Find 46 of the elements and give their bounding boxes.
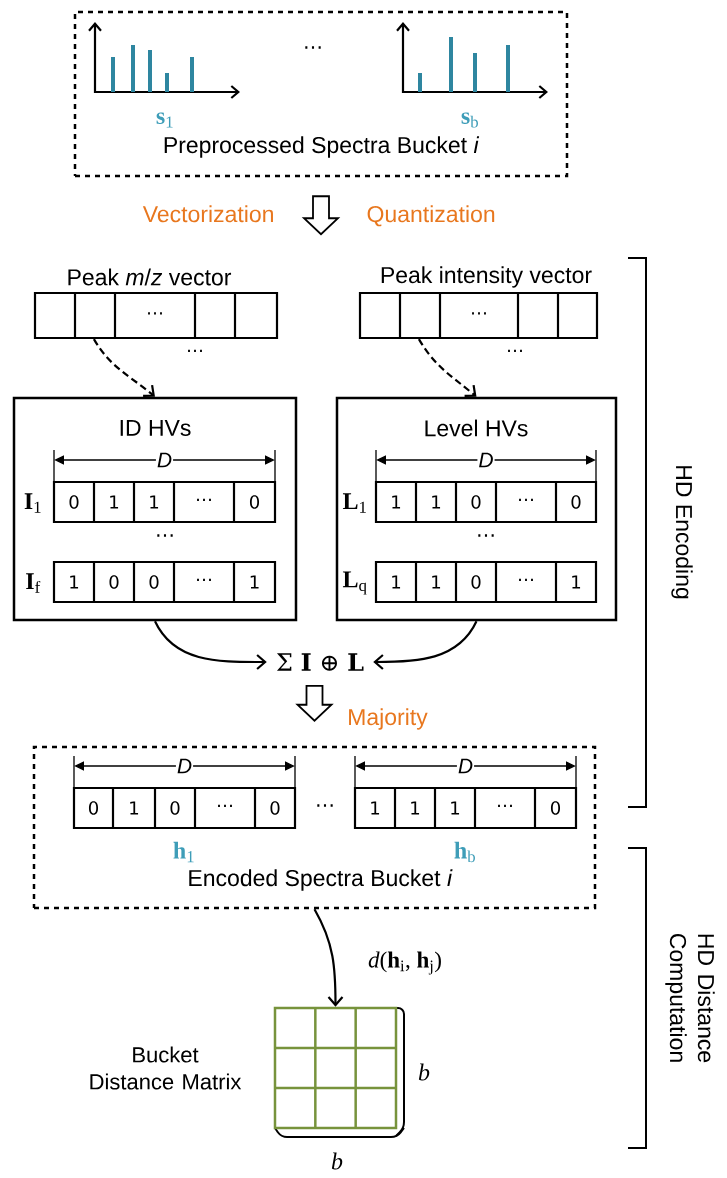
bit-vector: 1 0 0 ⋯ 1 (52, 560, 277, 604)
vector-label: I$_{1}$ (24, 493, 41, 513)
dimension-label: b (418, 1063, 430, 1081)
vector-label: h$_{b}$ (454, 841, 475, 863)
dimension-label: D (155, 451, 174, 469)
node-label: Peak m/z vector (68, 268, 232, 286)
edge-label: d(h$_{i}$, h$_{j}$) (367, 950, 443, 976)
vector-label: L$_{q}$ (342, 571, 367, 595)
section-label: HD Encoding (671, 466, 693, 599)
ellipsis: ⋯ (508, 349, 522, 352)
spectrum-label: s$_{1}$ (156, 112, 173, 128)
arrow (373, 620, 478, 670)
dimension-label: b (331, 1152, 343, 1170)
vector-label: L$_{1}$ (342, 493, 366, 513)
vector-label: I$_{f}$ (26, 573, 41, 593)
bit-vector: 0 1 0 ⋯ 0 (72, 786, 297, 830)
bit-vector: 0 1 1 ⋯ 0 (52, 480, 277, 524)
formula-text: Σ I ⊕ L (276, 653, 364, 671)
arrow (92, 338, 155, 397)
ellipsis: ⋯ (188, 349, 202, 352)
dimension-label: D (456, 757, 475, 775)
node-label: Peak intensity vector (381, 266, 592, 288)
vector-cells: Peak m/z vector ⋯ (33, 268, 279, 340)
arrow (417, 338, 477, 397)
bit-vector: 1 1 1 ⋯ 0 (353, 786, 578, 830)
ellipsis: ⋯ (305, 46, 321, 49)
matrix-label: Bucket Distance Matrix (90, 1046, 242, 1090)
vector-label: h$_{1}$ (173, 841, 194, 863)
bit-vector: 1 1 0 ⋯ 1 (374, 560, 598, 604)
block-arrow (301, 195, 341, 236)
distance-matrix (273, 1006, 398, 1130)
ellipsis: ⋯ (478, 534, 494, 537)
ellipsis: ⋯ (317, 804, 333, 807)
block-arrow (295, 685, 334, 722)
arrow (313, 908, 344, 1007)
bit-vector: 1 1 0 ⋯ 0 (374, 480, 598, 524)
ellipsis: ⋯ (157, 534, 173, 537)
vector-cells: Peak intensity vector ⋯ (358, 266, 599, 340)
step-label: Vectorization (142, 205, 273, 223)
dimension-label: D (175, 757, 194, 775)
spectrum-label: s$_{b}$ (461, 112, 478, 128)
edge-label: Majority (346, 707, 429, 731)
section-label: HD Distance Computation (665, 933, 715, 1063)
dimension-label: D (477, 451, 495, 469)
step-label: Quantization (367, 205, 495, 227)
arrow (154, 620, 267, 670)
